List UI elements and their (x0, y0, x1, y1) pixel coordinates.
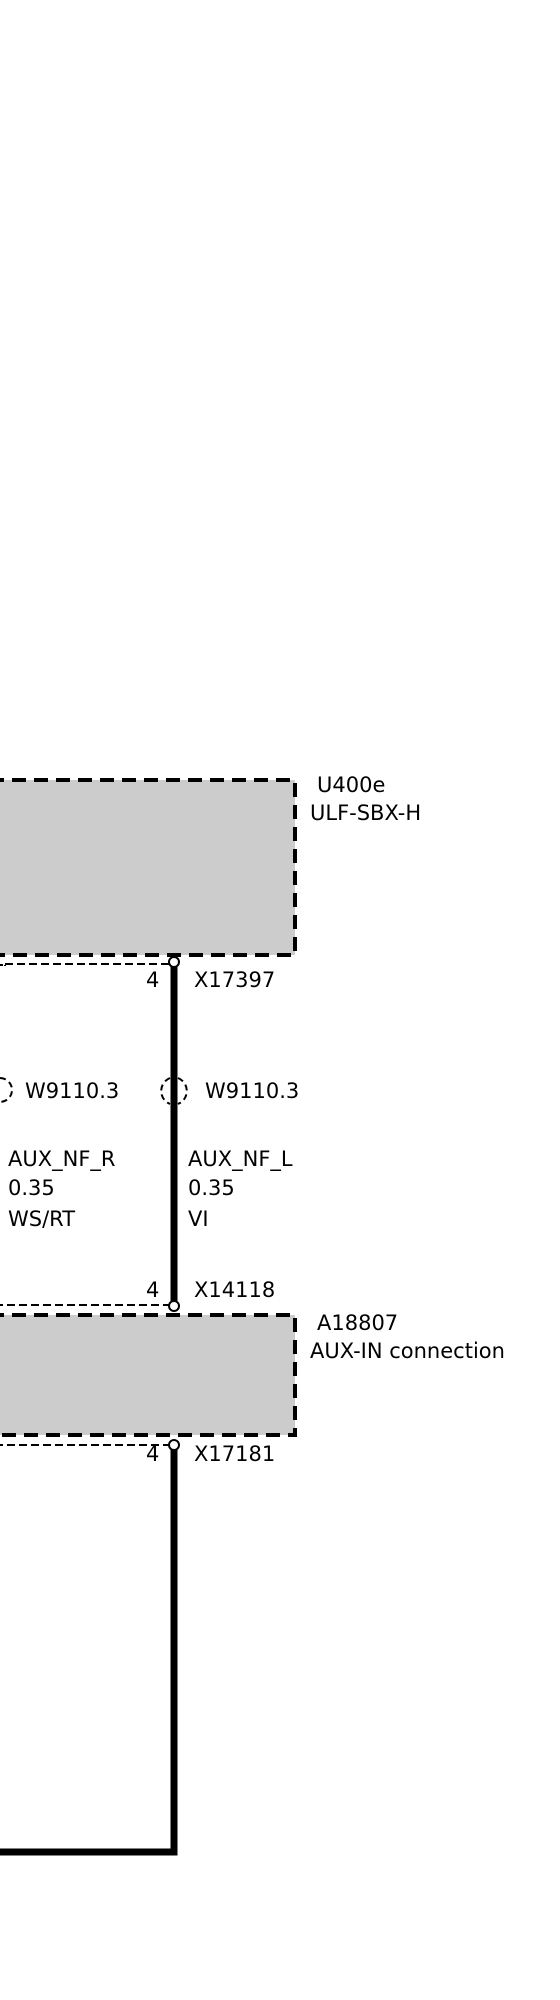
u400e-id-label: U400e (317, 773, 385, 797)
a18807-name-label: AUX-IN connection (310, 1339, 505, 1363)
x17181-pin (168, 1439, 180, 1451)
x14118-pin (168, 1300, 180, 1312)
w9110-3-left-shield (0, 1077, 13, 1103)
x14118-pin-number: 4 (146, 1278, 159, 1302)
a18807-id-label: A18807 (317, 1311, 398, 1335)
w9110-3-right-shield (160, 1077, 188, 1105)
u400e-name-label: ULF-SBX-H (310, 801, 421, 825)
aux-nf-l-color-label: VI (188, 1207, 209, 1231)
aux-nf-l-gauge-label: 0.35 (188, 1176, 235, 1200)
x17397-pin (168, 956, 180, 968)
x17397-connector-label: X17397 (194, 968, 275, 992)
aux-nf-r-signal-label: AUX_NF_R (8, 1147, 116, 1172)
aux-nf-r-color-label: WS/RT (8, 1207, 75, 1231)
x14118-connector-label: X14118 (194, 1278, 275, 1302)
aux-nf-l-signal-label: AUX_NF_L (188, 1147, 293, 1172)
w9110-3-left-label: W9110.3 (25, 1079, 119, 1103)
x17181-pin-number: 4 (146, 1442, 159, 1466)
lower-wire-run (0, 1445, 178, 1856)
x17181-connector-label: X17181 (194, 1442, 275, 1466)
aux-nf-r-gauge-label: 0.35 (8, 1176, 55, 1200)
x17397-pin-number: 4 (146, 968, 159, 992)
u400e-module-box[interactable] (0, 778, 297, 957)
a18807-module-box[interactable] (0, 1313, 297, 1437)
w9110-3-right-label: W9110.3 (205, 1079, 299, 1103)
x17397-connector-outline (0, 963, 172, 966)
